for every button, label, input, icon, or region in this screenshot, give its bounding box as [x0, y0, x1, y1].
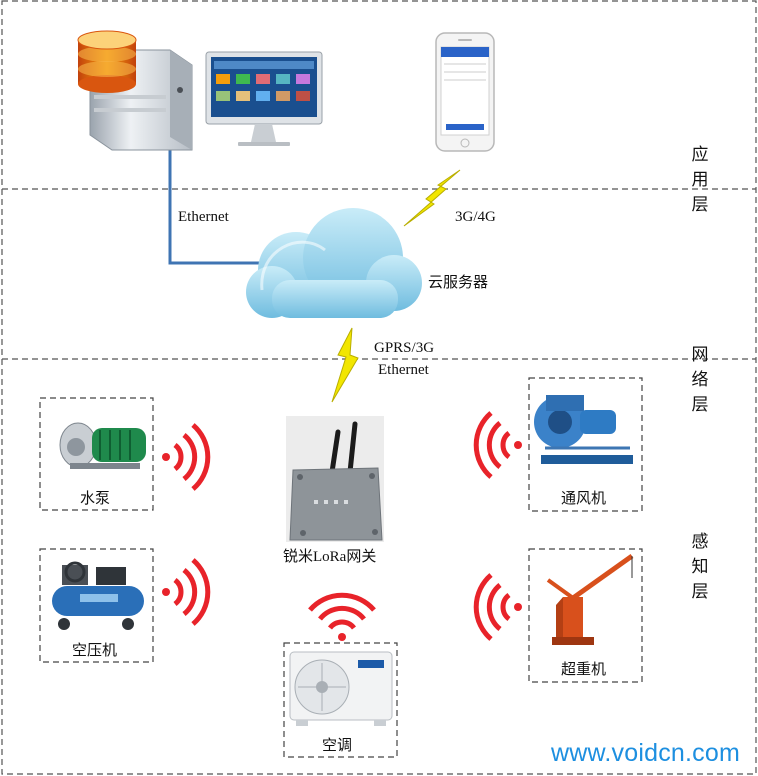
pump-frame — [39, 397, 154, 511]
aircon-frame — [283, 642, 398, 758]
layer-label-network: 网 络 层 — [691, 345, 709, 414]
wifi-signal-icon — [162, 423, 211, 491]
server-icon — [77, 30, 193, 151]
layer-label-application: 应 用 层 — [691, 145, 709, 214]
crane-frame — [528, 548, 643, 683]
fan-label: 通风机 — [561, 491, 607, 507]
crane-label: 超重机 — [561, 662, 607, 678]
lightning-bolt-icon — [403, 169, 461, 227]
ventilation-fan-icon — [534, 395, 633, 464]
wifi-signal-icon — [162, 558, 211, 626]
link-label-ethernet: Ethernet — [178, 209, 229, 225]
water-pump-icon — [59, 422, 146, 469]
link-label-3g4g: 3G/4G — [455, 209, 496, 225]
gateway-label: 锐米LoRa网关 — [283, 549, 377, 565]
fan-frame — [528, 377, 643, 512]
monitor-icon — [205, 51, 323, 146]
lightning-bolt-icon — [331, 327, 359, 403]
wifi-signal-icon — [308, 592, 376, 641]
compressor-frame — [39, 548, 154, 663]
link-label-gprs3g: GPRS/3G — [374, 340, 435, 356]
gateway-icon — [286, 416, 384, 542]
compressor-label: 空压机 — [72, 643, 118, 659]
wifi-signal-icon — [473, 411, 522, 479]
air-compressor-icon — [52, 561, 144, 630]
air-conditioner-icon — [289, 651, 393, 726]
layer-label-perception: 感 知 层 — [691, 532, 709, 601]
pump-label: 水泵 — [80, 491, 111, 507]
cloud-server-label: 云服务器 — [428, 275, 489, 291]
aircon-label: 空调 — [322, 738, 353, 754]
wifi-signal-icon — [473, 573, 522, 641]
database-icon — [77, 30, 137, 93]
link-label-ethernet-2: Ethernet — [378, 362, 429, 378]
watermark: www.voidcn.com — [551, 739, 740, 767]
crane-icon — [546, 553, 634, 645]
ethernet-wire — [168, 150, 262, 265]
cloud-icon — [246, 208, 422, 318]
phone-icon — [435, 32, 495, 152]
